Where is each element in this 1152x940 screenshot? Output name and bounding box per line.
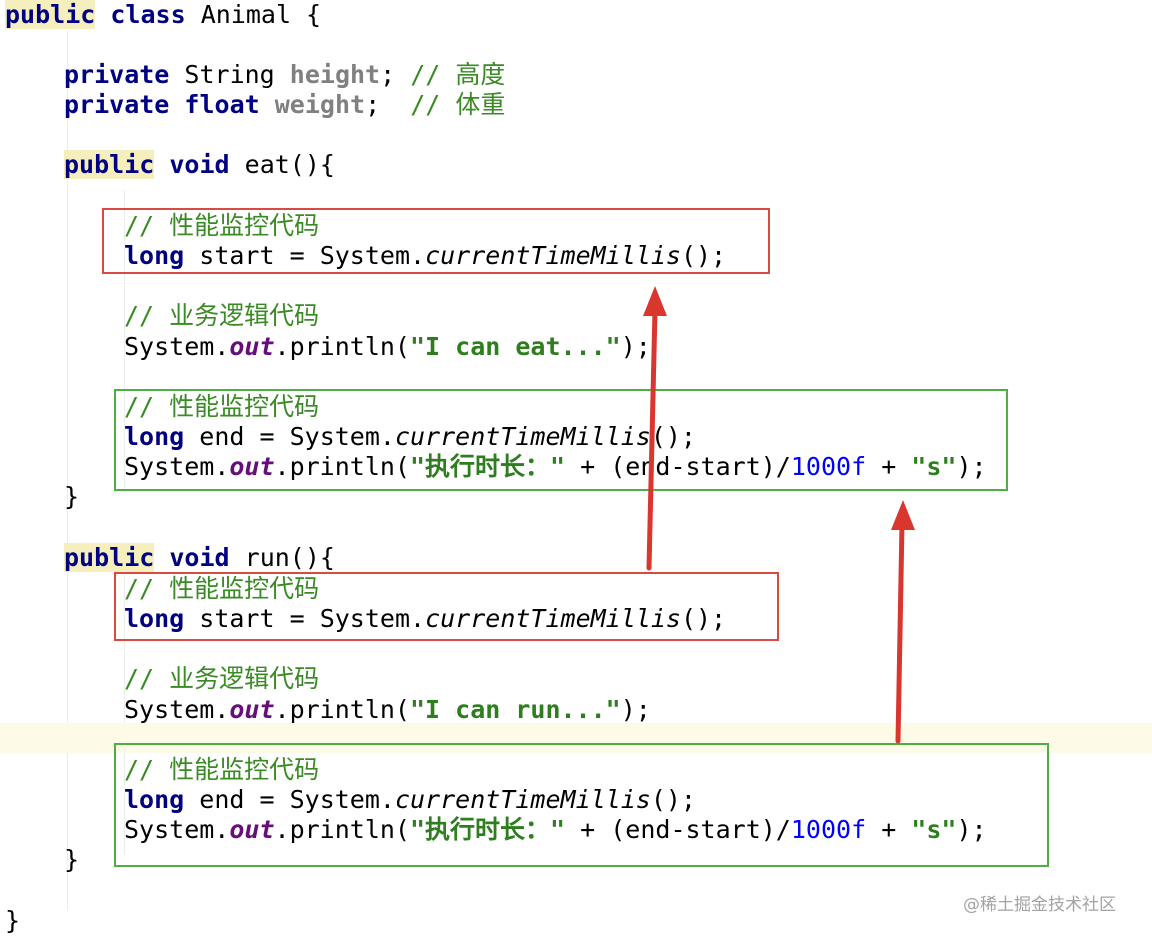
number-literal: 1000f	[790, 452, 867, 481]
indent-guide	[67, 30, 68, 910]
println-close: );	[620, 695, 651, 724]
static-field: out	[229, 695, 275, 724]
call-end: ();	[680, 604, 727, 633]
code-line-class-declaration[interactable]: public class Animal {	[5, 0, 321, 30]
code-line-end-time[interactable]: long end = System.currentTimeMillis();	[124, 785, 696, 815]
code-line-field-height[interactable]: private String height; // 高度	[64, 60, 505, 90]
expression: + (end-start)/	[565, 452, 791, 481]
code-line-business-comment[interactable]: // 业务逻辑代码	[124, 664, 320, 693]
keyword: void	[169, 150, 230, 179]
number-literal: 1000f	[790, 815, 867, 844]
system-ref: System.	[124, 695, 230, 724]
println-call: .println(	[274, 815, 410, 844]
system-ref: System.	[124, 452, 230, 481]
code-line-field-weight[interactable]: private float weight; // 体重	[64, 90, 505, 120]
call-end: ();	[650, 785, 696, 814]
keyword: private	[64, 60, 170, 89]
class-name: Animal {	[200, 0, 322, 29]
operator: +	[866, 815, 912, 844]
code-line-println-run[interactable]: System.out.println("I can run...");	[124, 695, 651, 725]
method-name: currentTimeMillis	[425, 604, 681, 633]
arrow-up-icon	[891, 500, 915, 530]
method-signature: eat(){	[244, 150, 335, 179]
keyword: public	[64, 543, 155, 572]
assignment: start = System.	[199, 604, 426, 633]
code-line-perf-comment[interactable]: // 性能监控代码	[124, 211, 320, 240]
keyword: public	[5, 0, 96, 29]
keyword: long	[124, 785, 185, 814]
method-signature: run(){	[244, 543, 335, 572]
code-line-run-declaration[interactable]: public void run(){	[64, 543, 335, 573]
code-line-perf-comment[interactable]: // 性能监控代码	[124, 574, 320, 603]
code-line-println-duration[interactable]: System.out.println("执行时长：" + (end-start)…	[124, 452, 987, 482]
keyword: long	[124, 241, 185, 270]
code-line-business-comment[interactable]: // 业务逻辑代码	[124, 301, 320, 330]
string-literal: "执行时长："	[409, 815, 566, 844]
method-name: currentTimeMillis	[425, 241, 681, 270]
code-line-println-duration[interactable]: System.out.println("执行时长：" + (end-start)…	[124, 815, 987, 845]
println-call: .println(	[274, 452, 410, 481]
field-name: height	[289, 60, 381, 89]
string-literal: "s"	[911, 452, 957, 481]
println-close: );	[620, 332, 651, 361]
call-end: ();	[680, 241, 727, 270]
string-literal: "执行时长："	[409, 452, 566, 481]
code-line-start-time[interactable]: long start = System.currentTimeMillis();	[124, 241, 726, 271]
assignment: end = System.	[199, 785, 395, 814]
arrow-up-icon	[643, 286, 667, 316]
arrow-shaft	[895, 521, 905, 744]
indent-guide	[124, 575, 125, 855]
method-name: currentTimeMillis	[394, 422, 651, 451]
keyword: long	[124, 422, 185, 451]
code-line-eat-declaration[interactable]: public void eat(){	[64, 150, 335, 180]
system-ref: System.	[124, 815, 230, 844]
string-literal: "I can run..."	[409, 695, 621, 724]
println-close: );	[956, 452, 987, 481]
operator: +	[866, 452, 912, 481]
call-end: ();	[650, 422, 696, 451]
semicolon: ;	[380, 60, 396, 89]
watermark: @稀土掘金技术社区	[963, 895, 1116, 915]
assignment: start = System.	[199, 241, 426, 270]
code-comment: // 高度	[410, 60, 506, 89]
keyword: public	[64, 150, 155, 179]
semicolon: ;	[365, 90, 381, 119]
keyword: private	[64, 90, 170, 119]
assignment: end = System.	[199, 422, 395, 451]
static-field: out	[229, 332, 275, 361]
string-literal: "s"	[911, 815, 957, 844]
static-field: out	[229, 452, 275, 481]
code-line-class-close-brace[interactable]: }	[5, 906, 21, 935]
static-field: out	[229, 815, 275, 844]
code-line-println-eat[interactable]: System.out.println("I can eat...");	[124, 332, 651, 362]
code-line-perf-comment[interactable]: // 性能监控代码	[124, 755, 320, 784]
keyword: void	[169, 543, 230, 572]
println-call: .println(	[274, 695, 410, 724]
code-line-close-brace[interactable]: }	[64, 845, 80, 874]
field-name: weight	[274, 90, 366, 119]
method-name: currentTimeMillis	[394, 785, 651, 814]
current-line-highlight	[0, 723, 1152, 753]
keyword: class	[110, 0, 186, 29]
indent-guide	[124, 190, 125, 490]
code-line-perf-comment[interactable]: // 性能监控代码	[124, 392, 320, 421]
keyword: float	[184, 90, 260, 119]
keyword: long	[124, 604, 185, 633]
println-close: );	[956, 815, 987, 844]
code-line-close-brace[interactable]: }	[64, 482, 80, 511]
system-ref: System.	[124, 332, 230, 361]
type-name: String	[184, 60, 275, 89]
string-literal: "I can eat..."	[409, 332, 621, 361]
code-line-start-time[interactable]: long start = System.currentTimeMillis();	[124, 604, 726, 634]
println-call: .println(	[274, 332, 410, 361]
expression: + (end-start)/	[565, 815, 791, 844]
code-line-end-time[interactable]: long end = System.currentTimeMillis();	[124, 422, 696, 452]
code-comment: // 体重	[410, 90, 506, 119]
